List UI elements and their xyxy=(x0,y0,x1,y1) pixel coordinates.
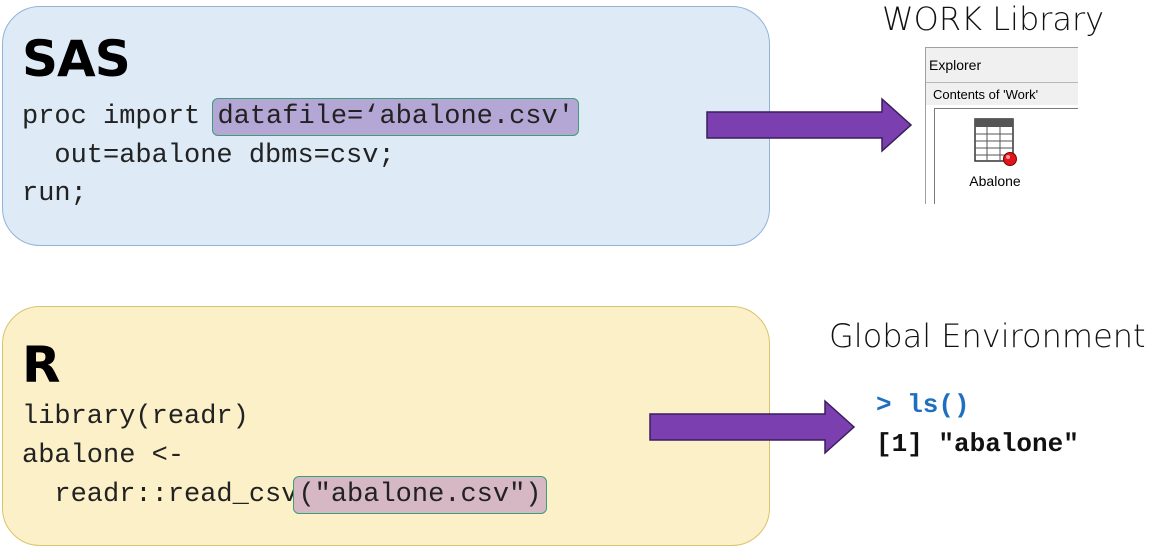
r-code-line-1: library(readr) xyxy=(22,402,249,432)
r-code-line-2: abalone <- xyxy=(22,441,185,471)
sas-arrow xyxy=(706,97,913,153)
sas-explorer-window: Explorer Contents of 'Work' Abalone xyxy=(925,47,1078,204)
explorer-subtitle: Contents of 'Work' xyxy=(926,83,1078,105)
explorer-contents: Abalone xyxy=(934,108,1078,204)
r-console-output: [1] "abalone" xyxy=(876,429,1079,459)
r-console-prompt: > ls() xyxy=(876,390,970,420)
sas-title: SAS xyxy=(22,30,131,88)
explorer-title: Explorer xyxy=(926,48,1078,83)
sas-code-line-1: proc import datafile=‘abalone.csv' xyxy=(22,98,579,136)
r-read-csv-highlight: ("abalone.csv") xyxy=(293,476,547,514)
work-library-heading: WORK Library xyxy=(882,0,1105,38)
sas-code-line-3: run; xyxy=(22,179,87,209)
sas-dataset-icon xyxy=(974,118,1017,166)
global-environment-heading: Global Environment xyxy=(829,317,1146,355)
sas-datafile-highlight: datafile=‘abalone.csv' xyxy=(212,98,579,136)
r-code-prefix: readr::read_csv xyxy=(22,480,298,510)
r-code-line-3: readr::read_csv("abalone.csv") xyxy=(22,476,547,514)
sas-code-line-2: out=abalone dbms=csv; xyxy=(22,141,395,171)
r-arrow xyxy=(649,399,856,455)
sas-code-prefix: proc import xyxy=(22,102,217,132)
abalone-dataset-label: Abalone xyxy=(969,173,1021,189)
r-title: R xyxy=(22,336,61,394)
